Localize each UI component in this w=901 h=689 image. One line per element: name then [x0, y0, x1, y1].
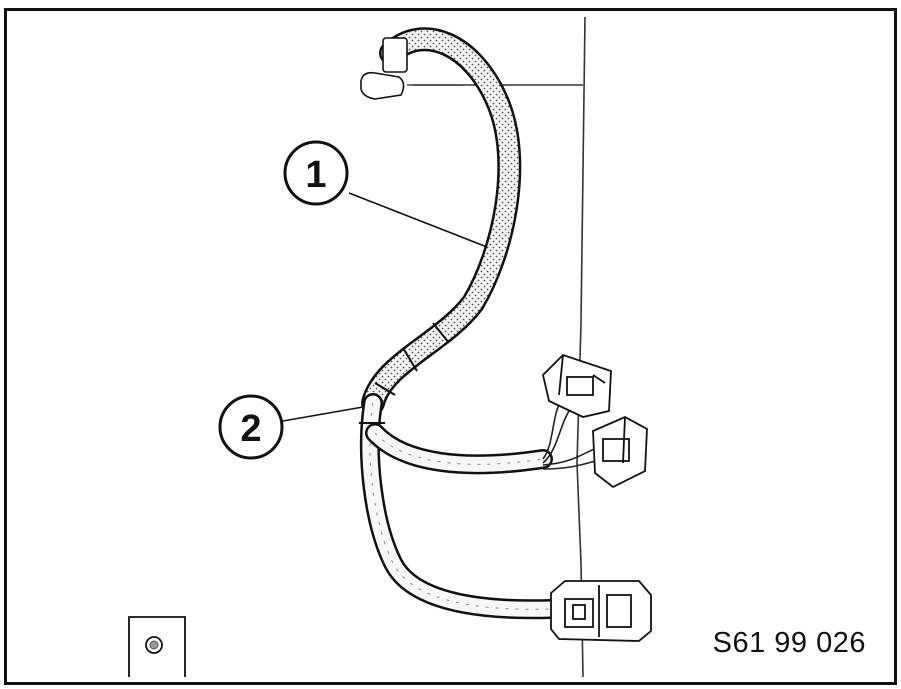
harness-main-branch — [361, 27, 522, 415]
leader-lines — [282, 192, 488, 422]
diagram-frame: 1 2 S61 99 026 — [4, 8, 897, 685]
harness-right-branch — [365, 423, 553, 475]
callout-2-label: 2 — [240, 408, 261, 450]
callout-1-label: 1 — [305, 154, 326, 196]
tape-bands — [359, 322, 450, 424]
wiring-harness-drawing: 1 2 — [128, 16, 652, 678]
callout-1: 1 — [283, 140, 349, 206]
mounting-bracket — [128, 616, 186, 677]
figure-reference-code: S61 99 026 — [712, 627, 866, 659]
callout-2: 2 — [218, 394, 284, 460]
right-lower-connector — [592, 415, 648, 489]
right-upper-connector — [542, 353, 612, 418]
top-connector — [360, 37, 463, 100]
harness-lower-branch — [359, 393, 561, 620]
bottom-connector — [550, 580, 652, 642]
